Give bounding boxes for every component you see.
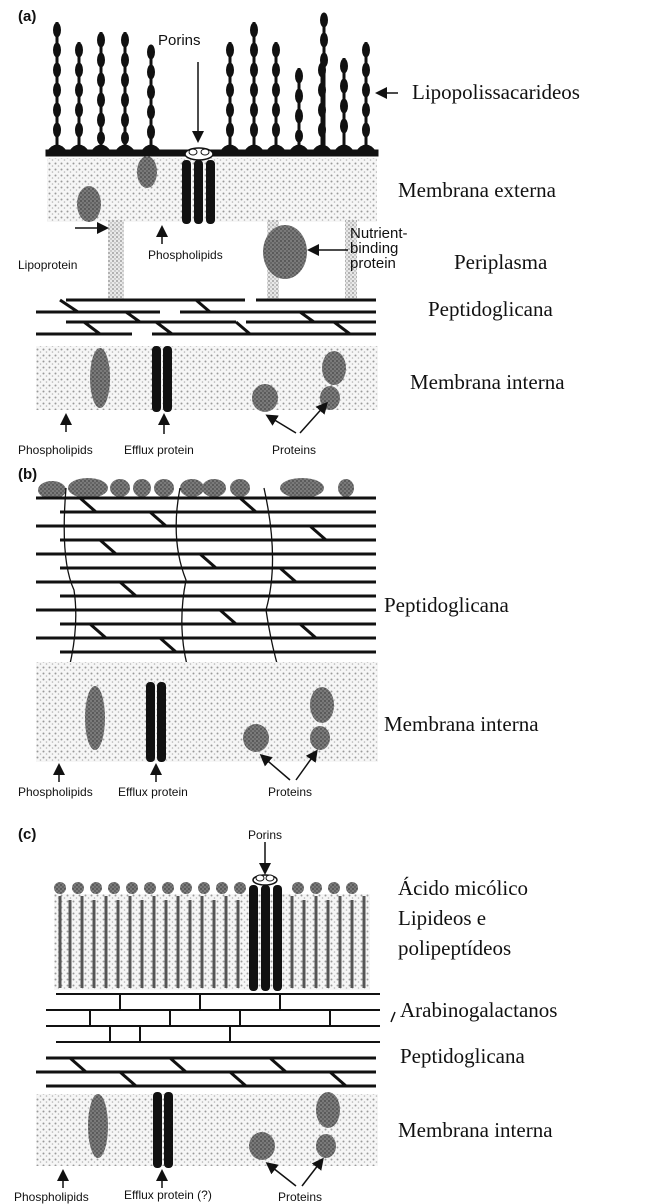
proteins-c-label: Proteins	[278, 1190, 322, 1204]
lps-label: Lipopolissacarideos	[412, 80, 580, 105]
proteins-arrow	[268, 416, 296, 433]
phospholipids-a-label: Phospholipids	[18, 443, 93, 457]
porins-c-label: Porins	[248, 828, 282, 842]
panel-c-tag: (c)	[18, 826, 36, 843]
panel-b	[36, 478, 378, 782]
peptidoglycan-a-label: Peptidoglicana	[428, 297, 553, 322]
lps-chain	[141, 45, 161, 152]
panel-a-tag: (a)	[18, 8, 36, 25]
lps-protein	[137, 156, 157, 188]
protein-bottom	[316, 1134, 336, 1158]
nutrient-label-3: protein	[350, 256, 396, 271]
inner-membrane-c-label: Membrana interna	[398, 1118, 553, 1143]
inner-membrane-protein	[88, 1094, 108, 1158]
protein-top	[316, 1092, 340, 1128]
lps-chain	[312, 62, 332, 152]
phospholipids-c-label: Phospholipids	[14, 1190, 89, 1204]
porin	[249, 875, 282, 991]
phospholipids-b-label: Phospholipids	[18, 785, 93, 799]
peptidoglycan-c-label: Peptidoglicana	[400, 1044, 525, 1069]
nutrient-binding-protein	[263, 225, 307, 279]
phospholipids-outer-label: Phospholipids	[148, 248, 223, 262]
protein-round	[249, 1132, 275, 1160]
mycolic-acid-layer	[54, 894, 370, 990]
lipoprotein-column	[108, 220, 124, 300]
proteins-b-label: Proteins	[268, 785, 312, 799]
panel-c	[36, 842, 395, 1188]
mycolic-heads	[54, 882, 358, 894]
inner-membrane-b-label: Membrana interna	[384, 712, 539, 737]
lps-layer	[46, 13, 378, 156]
efflux-a-label: Efflux protein	[124, 443, 194, 457]
peptidoglycan-c	[36, 1058, 376, 1086]
arabinogalactan-layer	[46, 994, 380, 1042]
proteins-a-label: Proteins	[272, 443, 316, 457]
outer-membrane-protein	[77, 186, 101, 222]
inner-membrane-protein	[85, 686, 105, 750]
porins-label: Porins	[158, 33, 201, 48]
protein-bottom	[310, 726, 330, 750]
mycolic-label: Ácido micólico	[398, 876, 528, 901]
peptidoglycan-b-label: Peptidoglicana	[384, 593, 509, 618]
protein-top	[322, 351, 346, 385]
protein-round	[252, 384, 278, 412]
proteins-arrow	[268, 1164, 296, 1186]
periplasm-label: Periplasma	[454, 250, 547, 275]
lps-chain	[47, 22, 67, 152]
lipids-label-1: Lipideos e	[398, 906, 486, 931]
efflux-c-label: Efflux protein (?)	[124, 1188, 212, 1202]
efflux-b-label: Efflux protein	[118, 785, 188, 799]
lps-chain	[69, 42, 89, 152]
inner-membrane-protein	[90, 348, 110, 408]
lps-chain	[289, 68, 309, 152]
lipids-label-2: polipeptídeos	[398, 936, 511, 961]
peptidoglycan-b	[36, 498, 376, 652]
protein-round	[243, 724, 269, 752]
lps-chain	[334, 58, 354, 152]
lps-chain	[115, 32, 135, 152]
nutrient-label-1: Nutrient-	[350, 226, 408, 241]
panel-b-tag: (b)	[18, 466, 37, 483]
nutrient-label-2: binding	[350, 241, 398, 256]
lps-chain	[220, 42, 240, 152]
panel-a	[36, 13, 398, 434]
lps-chain	[91, 32, 111, 152]
lps-chain	[266, 42, 286, 152]
protein-top	[310, 687, 334, 723]
outer-membrane-label: Membrana externa	[398, 178, 556, 203]
lps-chain	[356, 42, 376, 152]
surface-proteins	[38, 478, 354, 499]
arabinogalactan-tick	[391, 1012, 395, 1022]
peptidoglycan-a	[36, 300, 376, 334]
inner-membrane-a-label: Membrana interna	[410, 370, 565, 395]
lps-chain	[244, 22, 264, 152]
lipoprotein-label: Lipoprotein	[18, 258, 77, 272]
arabinogalactan-label: Arabinogalactanos	[400, 998, 557, 1023]
